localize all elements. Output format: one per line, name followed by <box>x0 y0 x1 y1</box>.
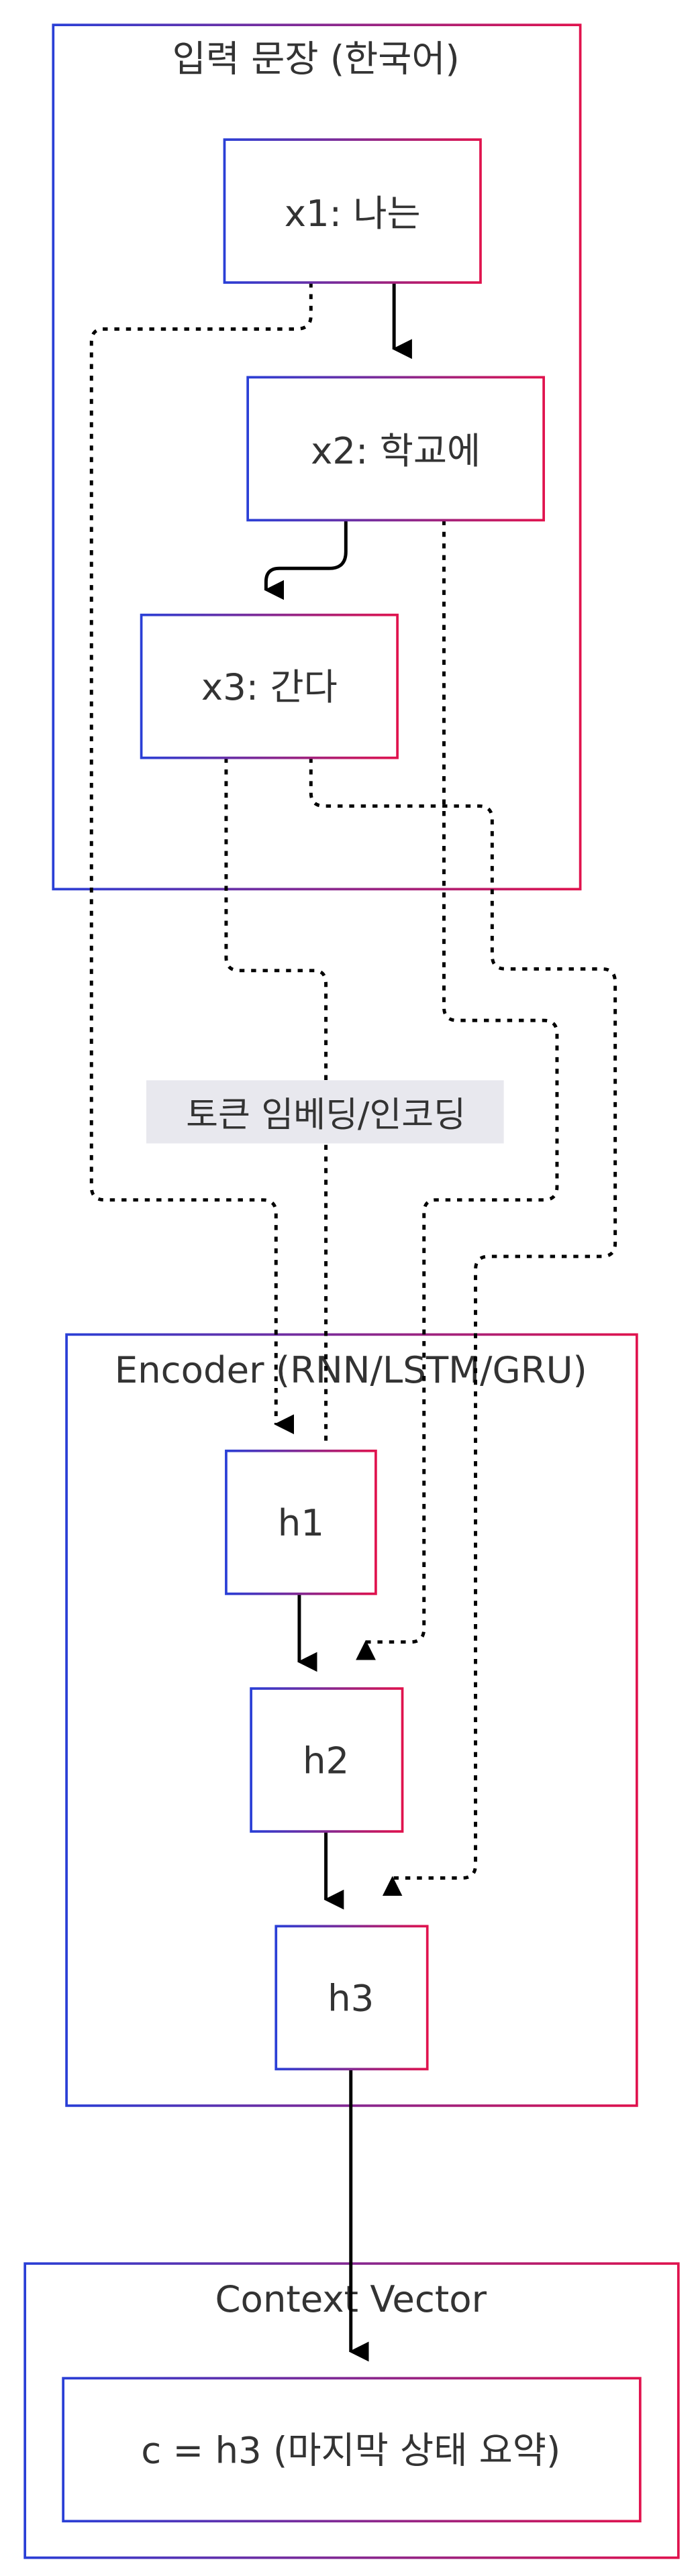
node-x3-box <box>140 613 399 759</box>
node-h1: h1 <box>225 1449 377 1595</box>
embedding-label-background <box>146 1080 504 1144</box>
node-c-box <box>62 2377 642 2523</box>
node-c-label: c = h3 (마지막 상태 요약) <box>141 2429 560 2472</box>
node-x3: x3: 간다 <box>140 613 399 759</box>
node-h3-box <box>274 1925 429 2071</box>
node-h2-box <box>250 1687 404 1833</box>
node-x2-box <box>246 376 545 522</box>
encoder-group-title: Encoder (RNN/LSTM/GRU) <box>115 1348 587 1391</box>
edge-x2-h2 <box>356 520 559 1660</box>
edge-x1-h1 <box>89 282 313 1435</box>
node-context-c: c = h3 (마지막 상태 요약) <box>62 2377 642 2523</box>
node-x1: x1: 나는 <box>223 138 482 284</box>
node-x1-box <box>223 138 482 284</box>
embedding-edge-label: 토큰 임베딩/인코딩 <box>146 1080 504 1144</box>
edge-x2-x3 <box>264 520 348 600</box>
node-h3-label: h3 <box>328 1977 374 2020</box>
node-h2-label: h2 <box>303 1739 349 1782</box>
edge-x3-h1 <box>224 757 328 1446</box>
edges <box>89 282 617 2362</box>
node-x2: x2: 학교에 <box>246 376 545 522</box>
node-x1-label: x1: 나는 <box>285 192 421 235</box>
embedding-label-text: 토큰 임베딩/인코딩 <box>186 1095 466 1136</box>
node-h3: h3 <box>274 1925 429 2071</box>
input-sentence-group: 입력 문장 (한국어) <box>52 23 582 891</box>
edge-x3-h3 <box>309 757 617 1896</box>
node-h1-label: h1 <box>278 1501 324 1544</box>
node-h1-box <box>225 1449 377 1595</box>
node-h2: h2 <box>250 1687 404 1833</box>
node-x3-label: x3: 간다 <box>201 665 338 708</box>
input-group-border <box>52 23 582 891</box>
input-group-title: 입력 문장 (한국어) <box>172 38 460 80</box>
node-x2-label: x2: 학교에 <box>311 429 481 472</box>
